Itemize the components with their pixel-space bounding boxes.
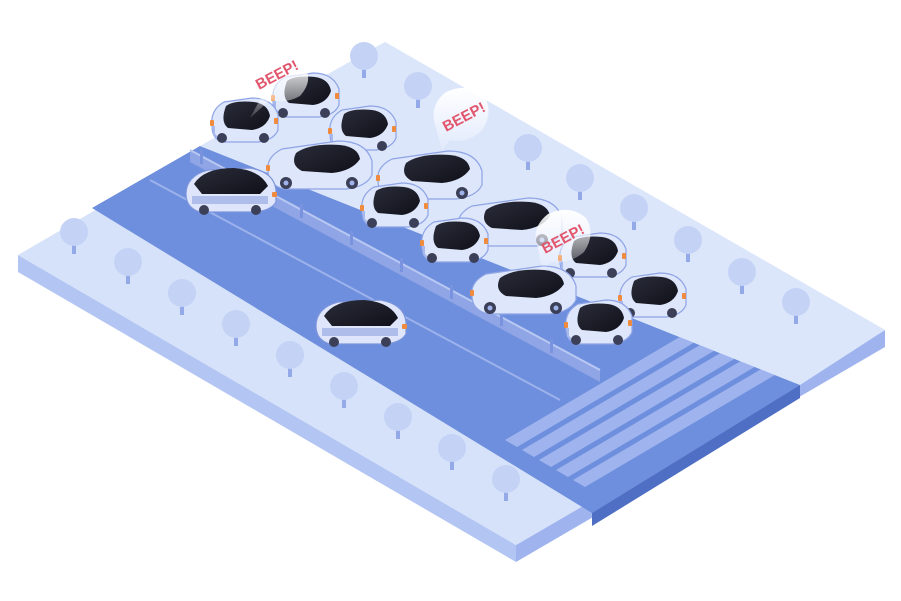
speech-bubble: BEEP!: [433, 87, 489, 150]
lane-markings: [149, 179, 561, 401]
road-edge: [592, 385, 800, 526]
slab-side-left: [18, 255, 516, 562]
car-icon: [209, 97, 279, 144]
crosswalk: [505, 325, 780, 487]
car-icon: [359, 182, 429, 229]
car-icon: [563, 299, 633, 346]
car-icon: [315, 299, 408, 348]
car-icon: [185, 167, 278, 216]
speech-bubble: BEEP!: [535, 209, 591, 270]
car-icon: [419, 217, 489, 264]
